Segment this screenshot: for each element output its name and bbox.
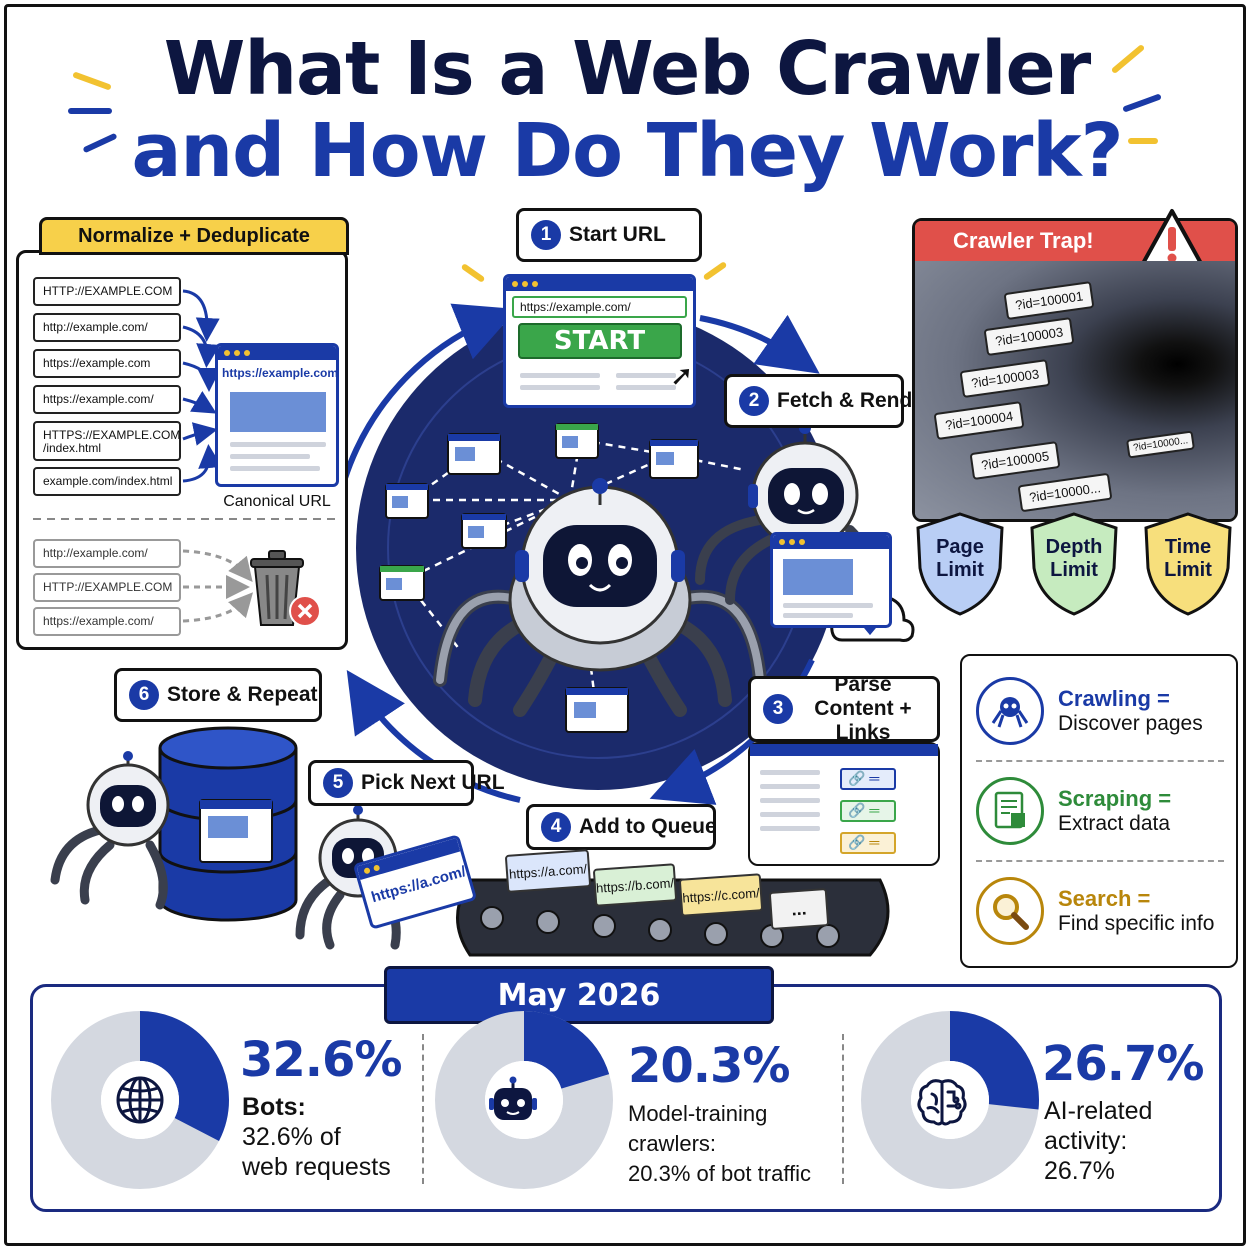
stats-divider xyxy=(842,1034,844,1184)
duplicate-url: http://example.com/ xyxy=(33,539,181,569)
stat-ai-line: activity: xyxy=(1044,1127,1128,1155)
stat-bots-line: web requests xyxy=(242,1153,391,1181)
brain-icon xyxy=(917,1079,967,1126)
duplicate-url: https://example.com/ xyxy=(33,607,181,637)
spider-robot-fetch xyxy=(695,422,878,605)
duplicate-url: HTTP://EXAMPLE.COM xyxy=(33,573,181,603)
page-limit-shield: Page Limit xyxy=(914,510,1006,618)
title-line-2: and How Do They Work? xyxy=(131,108,1123,194)
stats-date-badge: May 2026 xyxy=(384,966,774,1024)
input-url: HTTPS://EXAMPLE.COM /index.html xyxy=(33,421,181,461)
input-url: http://example.com/ xyxy=(33,313,181,343)
link-icon: 🔗 ═ xyxy=(840,832,896,854)
stat-training-line: 20.3% of bot traffic xyxy=(628,1161,812,1186)
stat-bots-value: 32.6% xyxy=(240,1032,403,1088)
normalize-panel: Normalize + Deduplicate HTTP://EXAMPLE.C… xyxy=(16,217,349,650)
start-browser-window: https://example.com/ START ➚ xyxy=(503,274,696,408)
queue-item: https://a.com/ xyxy=(504,849,592,893)
input-url: https://example.com/ xyxy=(33,385,181,415)
infographic-frame xyxy=(4,4,1246,1246)
title-line-1: What Is a Web Crawler xyxy=(163,26,1091,112)
stats-divider xyxy=(422,1034,424,1184)
stat-ai-value: 26.7% xyxy=(1042,1036,1205,1092)
mini-page-icons xyxy=(379,423,699,733)
link-icon: 🔗 ═ xyxy=(840,800,896,822)
stat-training-value: 20.3% xyxy=(628,1038,791,1094)
merge-arrows xyxy=(33,289,337,623)
canonical-url-label: Canonical URL xyxy=(223,493,331,510)
stat-training-line: Model-training xyxy=(628,1101,768,1126)
canonical-url-window: https://example.com/ xyxy=(215,343,339,487)
queue-item: https://b.com/ xyxy=(592,863,678,907)
depth-limit-shield: Depth Limit xyxy=(1028,510,1120,618)
start-button[interactable]: START xyxy=(517,323,682,359)
cycle-arrow xyxy=(699,314,820,374)
queue-item: ... xyxy=(768,888,830,930)
spider-icon xyxy=(991,697,1029,728)
parse-links-panel: 🔗 ═ 🔗 ═ 🔗 ═ xyxy=(748,742,940,866)
stat-ai-line: 26.7% xyxy=(1044,1157,1115,1185)
robot-icon xyxy=(489,1076,537,1120)
stat-ai-line: AI-related xyxy=(1044,1097,1153,1125)
link-icon: 🔗 ═ xyxy=(840,768,896,790)
spider-robot-store xyxy=(50,751,170,910)
time-limit-shield: Time Limit xyxy=(1142,510,1234,618)
definition-crawling: Crawling =Discover pages xyxy=(976,666,1216,756)
cursor-icon: ➚ xyxy=(670,360,694,391)
document-icon xyxy=(994,791,1025,829)
globe-icon xyxy=(116,1076,164,1124)
database-icon xyxy=(158,726,298,922)
definition-scraping: Scraping =Extract data xyxy=(976,766,1216,856)
definition-search: Search =Find specific info xyxy=(976,866,1216,956)
normalize-heading: Normalize + Deduplicate xyxy=(39,217,349,255)
input-url: https://example.com xyxy=(33,349,181,379)
fetched-page-window xyxy=(770,532,892,628)
start-url-field: https://example.com/ xyxy=(512,296,687,318)
spider-robot-main xyxy=(433,478,767,717)
stat-bots-line: Bots: xyxy=(242,1093,306,1121)
stat-bots-line: 32.6% of xyxy=(242,1123,341,1151)
queue-item: https://c.com/ xyxy=(678,873,764,917)
trash-icon xyxy=(250,550,321,627)
input-url: HTTP://EXAMPLE.COM xyxy=(33,277,181,307)
definitions-panel: Crawling =Discover pages Scraping =Extra… xyxy=(960,654,1238,968)
magnifier-icon xyxy=(993,894,1029,930)
stat-training-line: crawlers: xyxy=(628,1131,717,1156)
spark-accent xyxy=(68,108,112,114)
spark-accent xyxy=(1128,138,1158,144)
input-url: example.com/index.html xyxy=(33,467,181,497)
crawler-trap-panel: Crawler Trap! ?id=100001 ?id=100003 ?id=… xyxy=(912,209,1238,522)
